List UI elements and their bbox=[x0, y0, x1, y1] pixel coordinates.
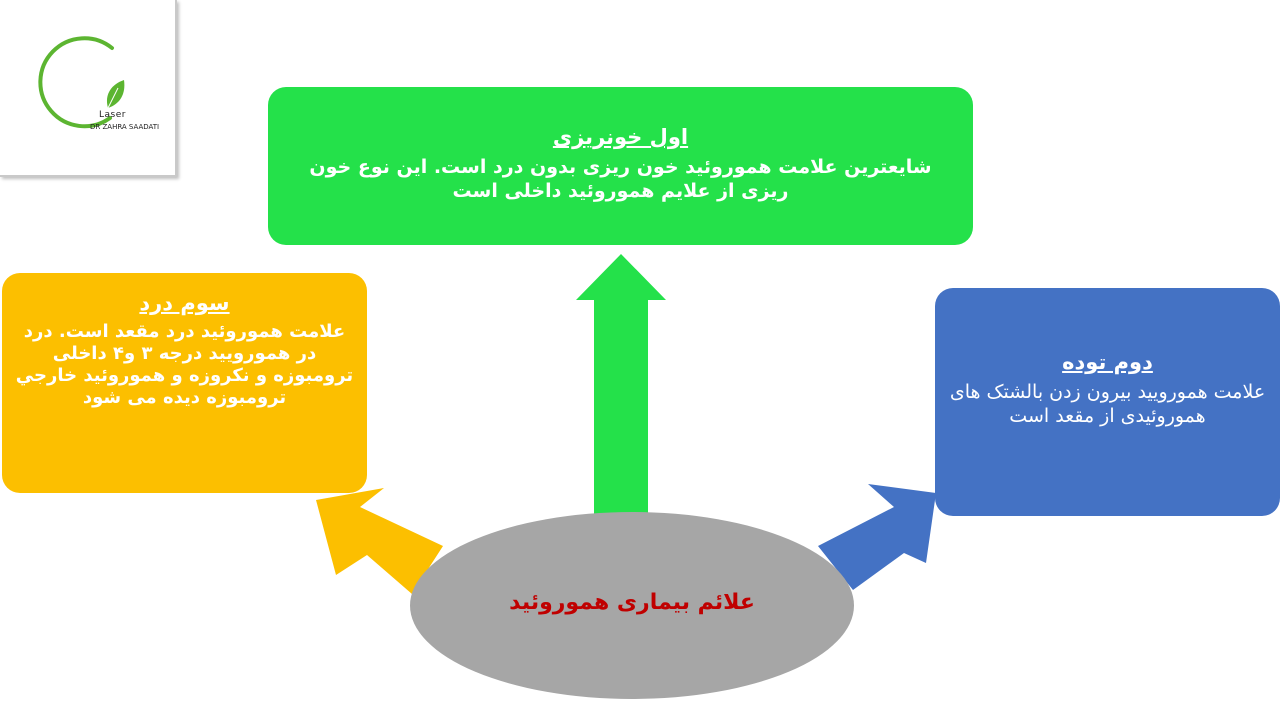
third-symptom-title: سوم درد bbox=[139, 291, 230, 315]
second-symptom-box: دوم توده علامت همورویید بیرون زدن بالشتک… bbox=[935, 288, 1280, 516]
yellow-diagonal-arrow bbox=[316, 488, 443, 594]
center-ellipse: علائم بیماری هموروئید bbox=[410, 512, 854, 699]
logo-text-doctor: DR ZAHRA SAADATI bbox=[90, 123, 160, 131]
logo-text-laser: Laser bbox=[99, 110, 126, 120]
blue-diagonal-arrow bbox=[818, 484, 936, 590]
center-title: علائم بیماری هموروئید bbox=[509, 590, 755, 615]
second-symptom-title: دوم توده bbox=[1062, 350, 1153, 374]
first-symptom-box: اول خونریزی شایعترین علامت هموروئید خون … bbox=[268, 87, 973, 245]
logo: Laser DR ZAHRA SAADATI bbox=[0, 0, 177, 177]
first-symptom-title: اول خونریزی bbox=[552, 125, 689, 149]
third-symptom-box: سوم درد علامت هموروئید درد مقعد است. درد… bbox=[2, 273, 367, 493]
first-symptom-body: شایعترین علامت هموروئید خون ریزی بدون در… bbox=[309, 156, 932, 202]
green-up-arrow bbox=[576, 254, 666, 518]
leaf-circle-logo-icon bbox=[38, 36, 125, 129]
third-symptom-body: علامت هموروئید درد مقعد است. درد در همور… bbox=[15, 321, 354, 408]
second-symptom-body: علامت همورویید بیرون زدن بالشتک های همور… bbox=[949, 381, 1266, 427]
